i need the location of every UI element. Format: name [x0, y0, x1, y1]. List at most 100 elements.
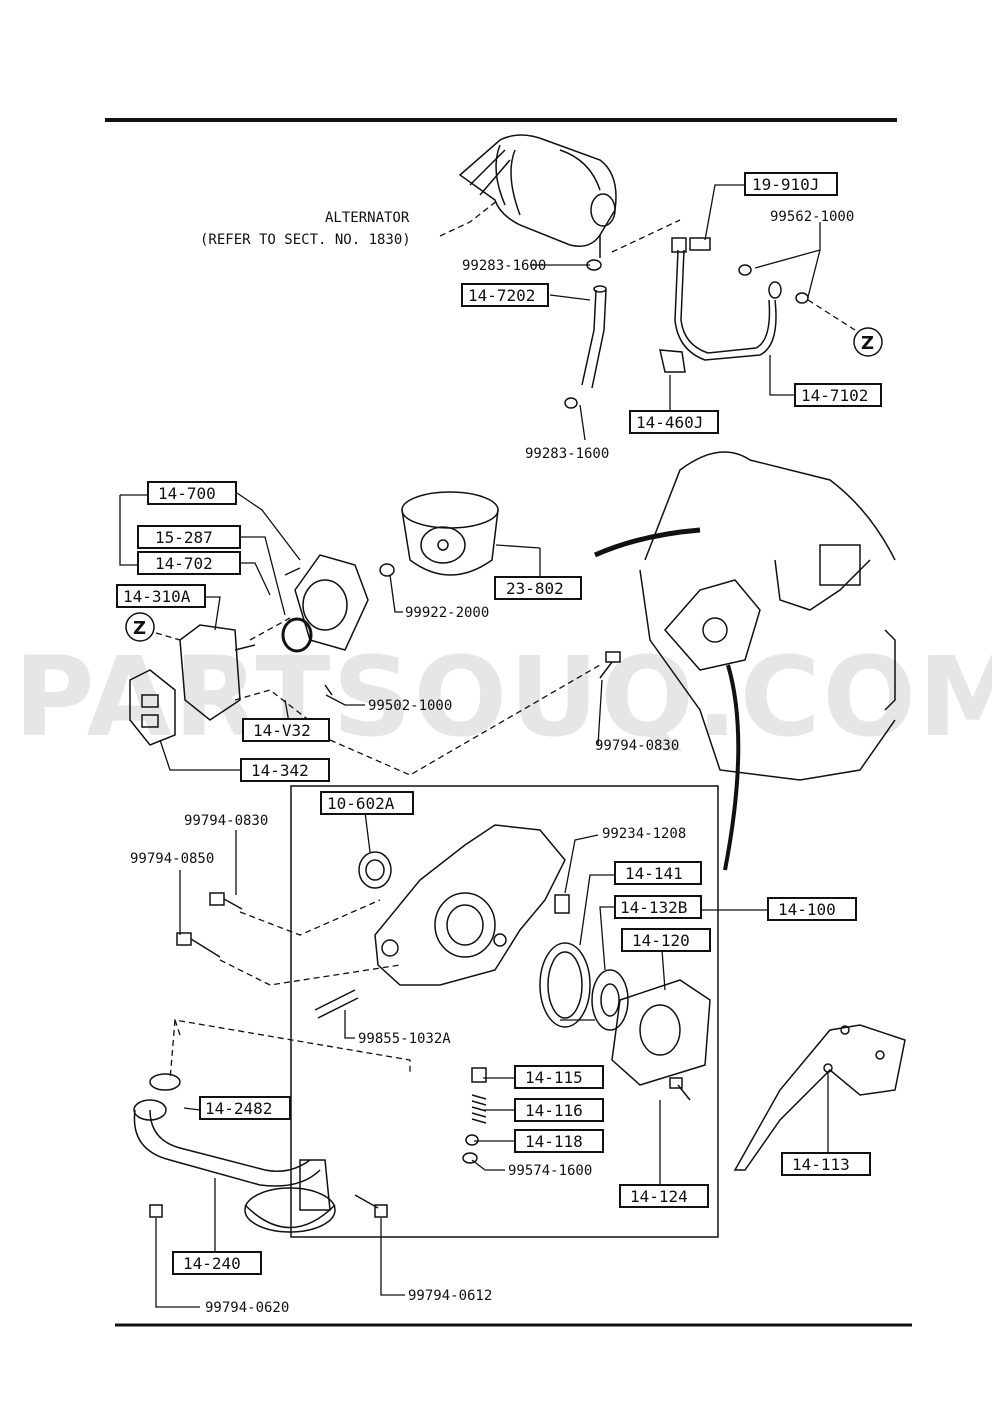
relief-valve-drawing	[462, 1067, 487, 1164]
pn-99562-1000[interactable]: 99562-1000	[770, 209, 854, 225]
box-23-802[interactable]: 23-802	[494, 576, 582, 600]
box-14-115[interactable]: 14-115	[514, 1065, 604, 1089]
box-14-7202[interactable]: 14-7202	[461, 283, 549, 307]
svg-text:14-700: 14-700	[158, 484, 216, 503]
svg-text:ALTERNATOR: ALTERNATOR	[325, 210, 410, 226]
pn-99794-0830-left[interactable]: 99794-0830	[184, 813, 268, 829]
pump-bolt-drawing	[669, 1077, 691, 1101]
bolt-leader-a	[239, 899, 381, 936]
z-marker-top: Z	[853, 327, 883, 357]
svg-text:Z: Z	[133, 618, 146, 639]
oil-strainer-drawing	[133, 1073, 388, 1233]
box-14-2482[interactable]: 14-2482	[199, 1096, 291, 1120]
oil-cooler-drawing	[281, 554, 369, 653]
pn-99283-1600-top[interactable]: 99283-1600	[462, 258, 546, 274]
svg-text:14-240: 14-240	[183, 1254, 241, 1273]
box-14-702[interactable]: 14-702	[137, 551, 241, 575]
box-14-141[interactable]: 14-141	[614, 861, 702, 885]
pump-bolt-leader-top	[329, 664, 601, 776]
box-14-132B[interactable]: 14-132B	[614, 895, 702, 919]
oil-pipe-leader	[611, 219, 681, 253]
svg-text:19-910J: 19-910J	[752, 175, 819, 194]
svg-text:14-7202: 14-7202	[468, 286, 535, 305]
cooler-bolt-leader	[249, 617, 291, 641]
pn-99794-0830-right[interactable]: 99794-0830	[595, 738, 679, 754]
alternator-leader	[439, 199, 499, 237]
box-14-7102[interactable]: 14-7102	[794, 383, 882, 407]
strainer-leader-a	[174, 1019, 411, 1075]
rotor-drawing	[539, 942, 629, 1031]
oil-pipe-drawing	[659, 237, 809, 373]
svg-text:14-342: 14-342	[251, 761, 309, 780]
bracket-drawing	[733, 1024, 906, 1171]
svg-text:14-118: 14-118	[525, 1132, 583, 1151]
box-19-910J[interactable]: 19-910J	[744, 172, 838, 196]
watermark: PARTSOUQ.COM	[14, 633, 992, 761]
svg-text:Z: Z	[861, 333, 874, 354]
svg-text:14-124: 14-124	[630, 1187, 688, 1206]
svg-text:14-115: 14-115	[525, 1068, 583, 1087]
bolt-leader-b	[219, 959, 401, 986]
engine-pointer-bottom	[723, 664, 741, 871]
pn-99574-1600[interactable]: 99574-1600	[508, 1163, 592, 1179]
box-14-120[interactable]: 14-120	[621, 928, 711, 952]
svg-text:14-460J: 14-460J	[636, 413, 703, 432]
engine-block-drawing	[639, 451, 896, 781]
leader-lines	[119, 184, 829, 1308]
box-14-113[interactable]: 14-113	[781, 1152, 871, 1176]
box-10-602A[interactable]: 10-602A	[320, 791, 414, 815]
seal-drawing	[358, 851, 392, 889]
svg-text:14-120: 14-120	[632, 931, 690, 950]
svg-text:14-116: 14-116	[525, 1101, 583, 1120]
svg-text:14-113: 14-113	[792, 1155, 850, 1174]
svg-text:14-100: 14-100	[778, 900, 836, 919]
pn-99794-0612[interactable]: 99794-0612	[408, 1288, 492, 1304]
engine-pointer-top	[593, 527, 701, 558]
z-leader-mid	[155, 632, 181, 641]
svg-text:14-702: 14-702	[155, 554, 213, 573]
pn-99855-1032A[interactable]: 99855-1032A	[358, 1031, 451, 1047]
pn-99502-1000[interactable]: 99502-1000	[368, 698, 452, 714]
bolt-99794-0830-right	[599, 651, 621, 679]
box-15-287[interactable]: 15-287	[137, 525, 241, 549]
box-14-240[interactable]: 14-240	[172, 1251, 262, 1275]
svg-text:14-7102: 14-7102	[801, 386, 868, 405]
box-14-124[interactable]: 14-124	[619, 1184, 709, 1208]
svg-text:10-602A: 10-602A	[327, 794, 395, 813]
box-14-342[interactable]: 14-342	[240, 758, 330, 782]
pn-99234-1208[interactable]: 99234-1208	[602, 826, 686, 842]
svg-text:(REFER TO SECT. NO. 1830): (REFER TO SECT. NO. 1830)	[200, 232, 411, 248]
alternator-drawing	[458, 134, 617, 258]
svg-text:23-802: 23-802	[506, 579, 564, 598]
z-marker-mid: Z	[125, 612, 155, 642]
hose-drawing	[564, 259, 607, 409]
box-14-118[interactable]: 14-118	[514, 1129, 604, 1153]
oil-pump-body-drawing	[314, 824, 566, 1019]
oil-filter-body-drawing	[129, 624, 333, 746]
pump-cover-drawing	[611, 979, 711, 1086]
oil-filter-drawing	[379, 491, 499, 577]
strainer-leader-b	[169, 1019, 176, 1081]
svg-text:14-132B: 14-132B	[620, 898, 687, 917]
alternator-label: ALTERNATOR (REFER TO SECT. NO. 1830)	[200, 210, 411, 248]
svg-text:14-V32: 14-V32	[253, 721, 311, 740]
box-14-100[interactable]: 14-100	[767, 897, 857, 921]
svg-text:14-310A: 14-310A	[123, 587, 191, 606]
oil-pump-group-frame	[290, 785, 719, 1238]
bolts-left-drawing	[176, 892, 243, 958]
dowel-drawing	[554, 894, 570, 914]
pn-99922-2000[interactable]: 99922-2000	[405, 605, 489, 621]
pn-99794-0850[interactable]: 99794-0850	[130, 851, 214, 867]
part-numbers: 99562-1000 99283-1600 99283-1600 99922-2…	[130, 209, 854, 1316]
box-14-310A[interactable]: 14-310A	[116, 584, 206, 608]
box-14-460J[interactable]: 14-460J	[629, 410, 719, 434]
svg-text:15-287: 15-287	[155, 528, 213, 547]
pn-99283-1600-bottom[interactable]: 99283-1600	[525, 446, 609, 462]
box-14-700[interactable]: 14-700	[147, 481, 237, 505]
z-leader-top	[807, 299, 856, 331]
box-14-V32[interactable]: 14-V32	[242, 718, 330, 742]
pn-99794-0620[interactable]: 99794-0620	[205, 1300, 289, 1316]
box-14-116[interactable]: 14-116	[514, 1098, 604, 1122]
svg-text:14-141: 14-141	[625, 864, 683, 883]
